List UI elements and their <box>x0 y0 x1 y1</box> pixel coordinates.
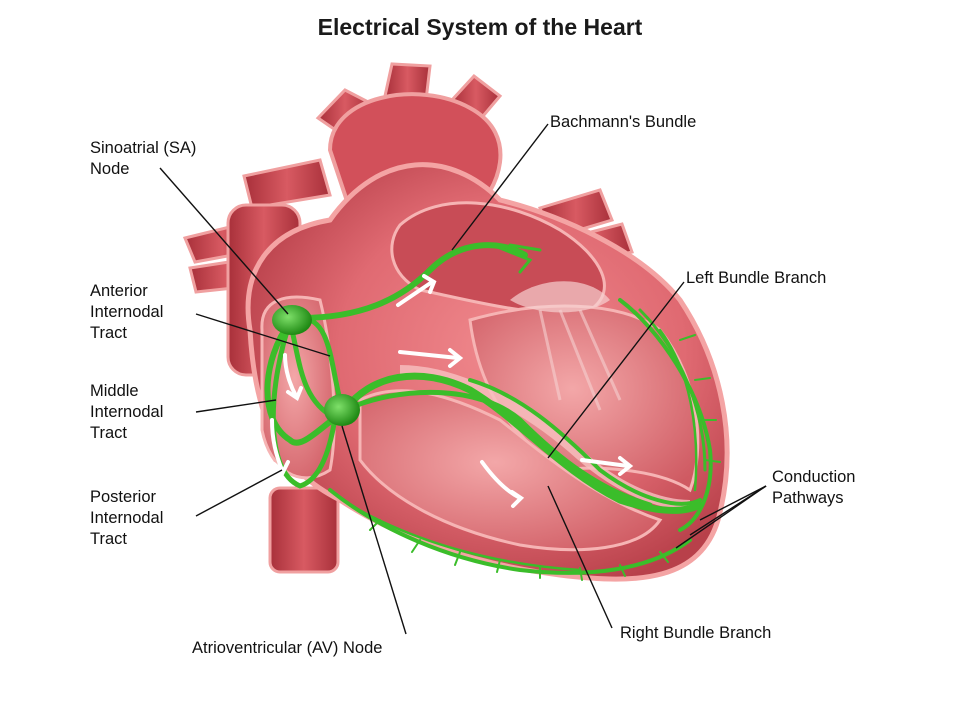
conduction-system <box>264 242 721 581</box>
label-right-bundle-branch: Right Bundle Branch <box>620 624 772 642</box>
label-left-bundle-branch: Left Bundle Branch <box>686 269 827 287</box>
sa-node-shape <box>272 305 312 335</box>
av-node-shape <box>324 394 360 426</box>
impulse-arrows <box>270 274 634 508</box>
label-sa-node: Sinoatrial (SA) Node <box>90 139 197 178</box>
label-bachmanns-bundle: Bachmann's Bundle <box>550 113 697 131</box>
leader-lines <box>159 123 767 635</box>
diagram-title: Electrical System of the Heart <box>317 14 643 40</box>
mitral-valve <box>510 281 610 313</box>
label-conduction-pathways: Conduction Pathways <box>772 468 856 507</box>
label-av-node: Atrioventricular (AV) Node <box>192 639 383 657</box>
label-anterior-internodal-tract: Anterior Internodal Tract <box>90 282 164 342</box>
label-middle-internodal-tract: Middle Internodal Tract <box>90 382 164 442</box>
right-ventricle <box>358 389 663 552</box>
label-posterior-internodal-tract: Posterior Internodal Tract <box>90 488 164 548</box>
